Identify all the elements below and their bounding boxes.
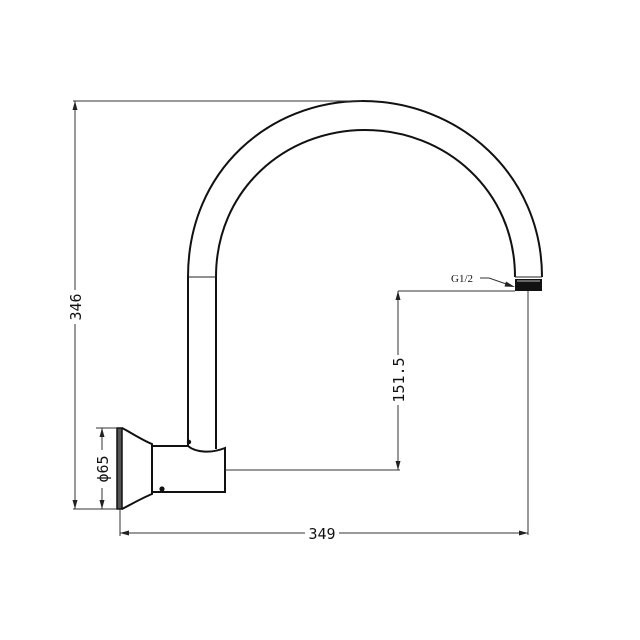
callout-label-outlet-thread: G1/2 [451, 273, 473, 285]
body-screw-top [186, 439, 192, 445]
spout-outer-arc [187, 99, 543, 278]
callout-outlet-thread: G1/2 [451, 273, 515, 287]
body-block [151, 445, 226, 493]
outlet-thread-highlight [517, 280, 540, 282]
dim-overall-height: 346 [66, 100, 362, 510]
dim-flange-diameter: ϕ65 [94, 427, 117, 509]
flange-taper [121, 427, 153, 510]
dim-label-outlet-height: 151.5 [390, 357, 408, 402]
wall-mount-body [116, 427, 226, 510]
spout-inner-arc [215, 128, 516, 278]
dim-spout-reach: 349 [119, 291, 529, 543]
dim-label-overall-height: 346 [67, 293, 85, 320]
spout [187, 99, 543, 449]
body-screw-bottom [159, 486, 165, 492]
wall-flange-plate [116, 427, 123, 510]
dim-outlet-height: 151.5 [225, 290, 515, 471]
dim-label-spout-reach: 349 [308, 525, 335, 543]
dim-label-flange-diameter: ϕ65 [94, 455, 112, 482]
